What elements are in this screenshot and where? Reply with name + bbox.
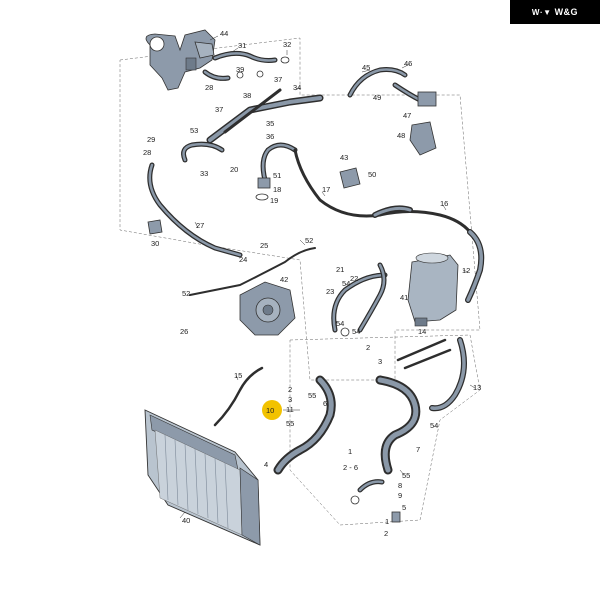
callout-55: 55: [308, 391, 316, 400]
radiator-40: [144, 409, 261, 546]
callout-33: 33: [200, 169, 208, 178]
callout-54: 54: [342, 279, 350, 288]
callout-13: 13: [473, 383, 481, 392]
callout-48: 48: [397, 131, 405, 140]
callout-53: 53: [190, 126, 198, 135]
temperature-sensor-30: [147, 219, 163, 235]
callout-37-b: 37: [215, 105, 223, 114]
callout-11: 11: [286, 405, 294, 414]
callout-36: 36: [266, 132, 274, 141]
callout-28: 28: [205, 83, 213, 92]
group-frame-upper: [119, 37, 481, 381]
callout-40: 40: [182, 516, 190, 525]
hose-15: [213, 366, 264, 427]
callout-46: 46: [404, 59, 412, 68]
callout-47: 47: [403, 111, 411, 120]
callout-38: 38: [243, 91, 251, 100]
callout-31: 31: [238, 41, 246, 50]
callout-50: 50: [368, 170, 376, 179]
callout-2: 2: [366, 343, 370, 352]
callout-8: 8: [398, 481, 402, 490]
callout-9: 9: [398, 491, 402, 500]
callout-37: 37: [274, 75, 282, 84]
callout-39: 39: [236, 65, 244, 74]
clamp-32: [280, 56, 290, 64]
callout-3: 3: [378, 357, 382, 366]
sensor-43: [339, 167, 361, 189]
callout-42: 42: [280, 275, 288, 284]
callout-10-highlighted: 10: [266, 406, 274, 415]
callout-54-c: 54: [352, 327, 360, 336]
brand-mark-icon: W·▼: [531, 7, 552, 17]
callout-43: 43: [340, 153, 348, 162]
callout-15: 15: [234, 371, 242, 380]
callout-6: 6: [323, 399, 327, 408]
callout-16: 16: [440, 199, 448, 208]
callout-41: 41: [400, 293, 408, 302]
callout-20: 20: [230, 165, 238, 174]
hose-24: [189, 247, 316, 296]
callout-5: 5: [402, 503, 406, 512]
callout-35: 35: [266, 119, 274, 128]
callout-7: 7: [416, 445, 420, 454]
callout-1-b: 1: [385, 517, 389, 526]
callout-28-b: 28: [143, 148, 151, 157]
coolant-thermostat-housing: [145, 29, 216, 91]
callout-51: 51: [273, 171, 281, 180]
bracket-48: [409, 121, 437, 156]
callout-25: 25: [260, 241, 268, 250]
callout-34: 34: [293, 83, 301, 92]
callout-55-b: 55: [286, 419, 294, 428]
callout-52: 52: [305, 236, 313, 245]
callout-14: 14: [418, 327, 426, 336]
callout-26: 26: [180, 327, 188, 336]
callout-2-b: 2: [288, 385, 292, 394]
callout-4: 4: [264, 460, 268, 469]
callout-49: 49: [373, 93, 381, 102]
callout-2-d: 2: [384, 529, 388, 538]
callout-54-d: 54: [430, 421, 438, 430]
callout-2-6: 2 - 6: [343, 463, 358, 472]
callout-54-b: 54: [336, 319, 344, 328]
highlight-marker: [262, 400, 282, 420]
valve-47: [417, 91, 437, 107]
callout-27: 27: [196, 221, 204, 230]
callout-30: 30: [151, 239, 159, 248]
callout-45: 45: [362, 63, 370, 72]
callout-52-b: 52: [182, 289, 190, 298]
brand-logo: W·▼ W&G: [510, 0, 600, 24]
callout-55-c: 55: [402, 471, 410, 480]
callout-1: 1: [348, 447, 352, 456]
callout-44: 44: [220, 29, 228, 38]
seal-19: [255, 193, 269, 201]
callout-18: 18: [273, 185, 281, 194]
callout-24: 24: [239, 255, 247, 264]
coolant-pipe-34: [206, 94, 324, 144]
group-frame-lower: [289, 334, 481, 526]
brand-name: W&G: [554, 7, 579, 17]
callout-32: 32: [283, 40, 291, 49]
callout-labels: 44 31 32 28 39 37 38 34 45 46 49 47 48 3…: [143, 29, 481, 538]
callout-22: 22: [350, 274, 358, 283]
callout-3-b: 3: [288, 395, 292, 404]
callout-12: 12: [462, 266, 470, 275]
leader-lines: [179, 35, 476, 519]
callout-21: 21: [336, 265, 344, 274]
callout-19: 19: [270, 196, 278, 205]
callout-23: 23: [326, 287, 334, 296]
callout-29: 29: [147, 135, 155, 144]
auxiliary-water-pump-42: [239, 281, 296, 336]
callout-17: 17: [322, 185, 330, 194]
coolant-expansion-tank: [407, 252, 459, 327]
